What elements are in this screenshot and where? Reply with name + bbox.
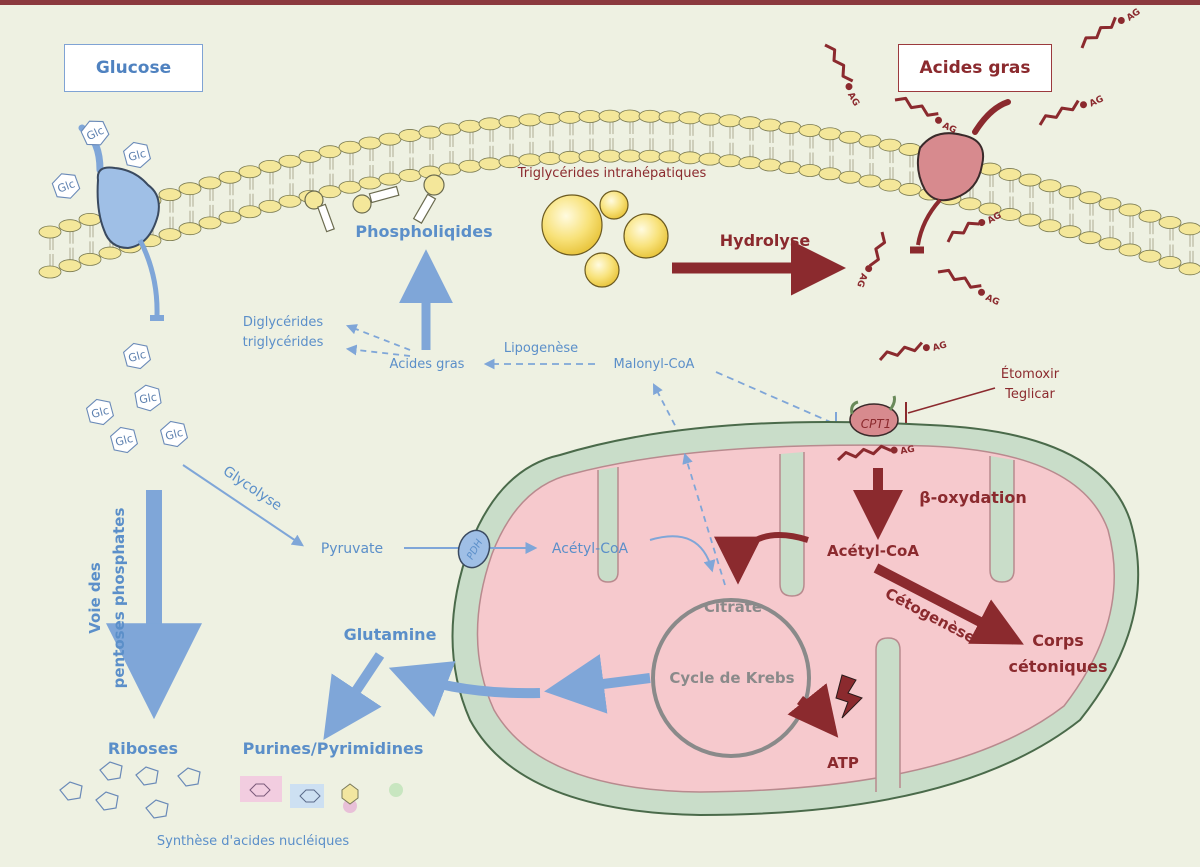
glutamine-to-purines-arrow: [323, 652, 385, 740]
glc-molecule: Glc: [159, 420, 189, 448]
glc-molecule: Glc: [122, 141, 152, 169]
svg-text:AG: AG: [845, 91, 861, 108]
arrow-to-triglycerides: [345, 344, 411, 357]
fatty-acid-chain: AG: [1080, 7, 1143, 49]
teglicar-label: Teglicar: [1004, 387, 1055, 402]
glc-molecule: Glc: [109, 426, 139, 454]
etomoxir-inhibition-line: [907, 387, 996, 414]
diglycerides-label: Diglycérides: [243, 315, 324, 330]
cpt1-label: CPT1: [861, 417, 892, 431]
triglycerides-label-2: triglycérides: [243, 335, 324, 350]
top-border: [0, 0, 1200, 5]
svg-text:AG: AG: [1088, 94, 1105, 109]
svg-text:Glc: Glc: [138, 391, 158, 407]
svg-text:Glc: Glc: [164, 426, 184, 443]
nucleic-acid-synthesis-label: Synthèse d'acides nucléiques: [157, 834, 349, 849]
svg-text:Glc: Glc: [127, 147, 147, 164]
glc-molecule: Glc: [85, 398, 115, 426]
pdh-enzyme: [457, 529, 491, 569]
mitochondrion: [451, 421, 1140, 817]
acetyl-coa-blue-label: Acétyl-CoA: [552, 541, 629, 557]
fatty-acid-chain: AG: [878, 340, 948, 361]
glc-molecule: Glc: [80, 120, 110, 146]
krebs-to-atp-arrow: [787, 683, 839, 738]
svg-text:Glc: Glc: [114, 432, 134, 449]
fatty-acid-chain: AG: [1038, 94, 1105, 126]
citrate-to-malonyl-arrow: [653, 383, 681, 436]
cpt1-transporter: [849, 395, 899, 437]
glc-molecule: Glc: [134, 384, 162, 412]
phospholipids-label: Phospholiqides: [355, 222, 492, 241]
svg-text:Glc: Glc: [127, 348, 147, 365]
glucose-box: Glucose: [64, 44, 203, 92]
triglycerides-label: Triglycérides intrahépatiques: [517, 166, 707, 181]
malonyl-coa-label: Malonyl-CoA: [614, 357, 695, 372]
svg-text:Glc: Glc: [56, 177, 77, 195]
fatty-acid-chain: AG: [836, 445, 916, 462]
svg-text:AG: AG: [854, 272, 868, 289]
malonyl-inhibition-line: [715, 371, 836, 425]
citrate-label: Citrate: [704, 598, 762, 616]
etomoxir-label: Étomoxir: [1001, 366, 1060, 382]
svg-text:AG: AG: [932, 340, 948, 353]
fatty-acid-chain: AG: [894, 96, 958, 136]
energy-bolt-icon: [835, 674, 863, 719]
fatty-acid-transporter: [910, 99, 1011, 254]
krebs-cycle-circle: [651, 598, 811, 758]
riboses-label: Riboses: [108, 739, 178, 758]
citrate-export-arrow: [682, 452, 726, 586]
arrow-to-diglycerides: [345, 324, 411, 351]
glc-molecule: Glc: [51, 173, 81, 199]
krebs-cycle-label: Cycle de Krebs: [669, 669, 794, 687]
acetyl-coa-to-citrate-red: [714, 532, 809, 585]
krebs-to-glutamine-arrow-1: [544, 654, 651, 714]
cetoniques-label: cétoniques: [1008, 657, 1107, 676]
atp-label: ATP: [827, 754, 859, 772]
glycolysis-arrow: [182, 464, 304, 547]
fatty-acid-chain: AG: [946, 211, 1003, 243]
lipid-droplets: [541, 190, 669, 288]
cetogenese-arrow: [873, 563, 1024, 645]
svg-text:Glc: Glc: [90, 404, 110, 421]
svg-text:AG: AG: [984, 293, 1001, 308]
fatty-acid-chain: AG: [937, 268, 1001, 308]
phospholipid-molecules: [304, 174, 445, 233]
beta-oxidation-label: β-oxydation: [919, 488, 1027, 507]
glycolysis-label: Glycolyse: [220, 463, 285, 514]
glutamine-label: Glutamine: [344, 625, 437, 644]
fatty-acid-chain: AG: [854, 231, 887, 289]
acides-gras-label: Acides gras: [390, 357, 465, 372]
pentose-label-line2: pentoses phosphates: [110, 508, 128, 689]
pentose-label-line1: Voie des: [86, 562, 104, 634]
purines-label: Purines/Pyrimidines: [243, 739, 424, 758]
corps-label: Corps: [1032, 631, 1084, 650]
fatty-acid-chain: AG: [824, 43, 861, 108]
lipogenese-label: Lipogenèse: [504, 341, 578, 356]
ribose-molecules: [59, 761, 201, 819]
pyruvate-label: Pyruvate: [321, 541, 383, 557]
krebs-to-glutamine-arrow-2: [388, 661, 541, 718]
acetyl-coa-to-citrate-blue: [649, 535, 716, 573]
acetyl-coa-red-label: Acétyl-CoA: [827, 542, 919, 560]
svg-text:AG: AG: [1125, 7, 1142, 23]
hydrolysis-label: Hydrolyse: [720, 231, 811, 250]
glc-molecule: Glc: [122, 342, 152, 370]
fatty-acids-box: Acides gras: [898, 44, 1052, 92]
nucleotide-molecules: [240, 776, 403, 813]
svg-text:AG: AG: [900, 445, 916, 457]
